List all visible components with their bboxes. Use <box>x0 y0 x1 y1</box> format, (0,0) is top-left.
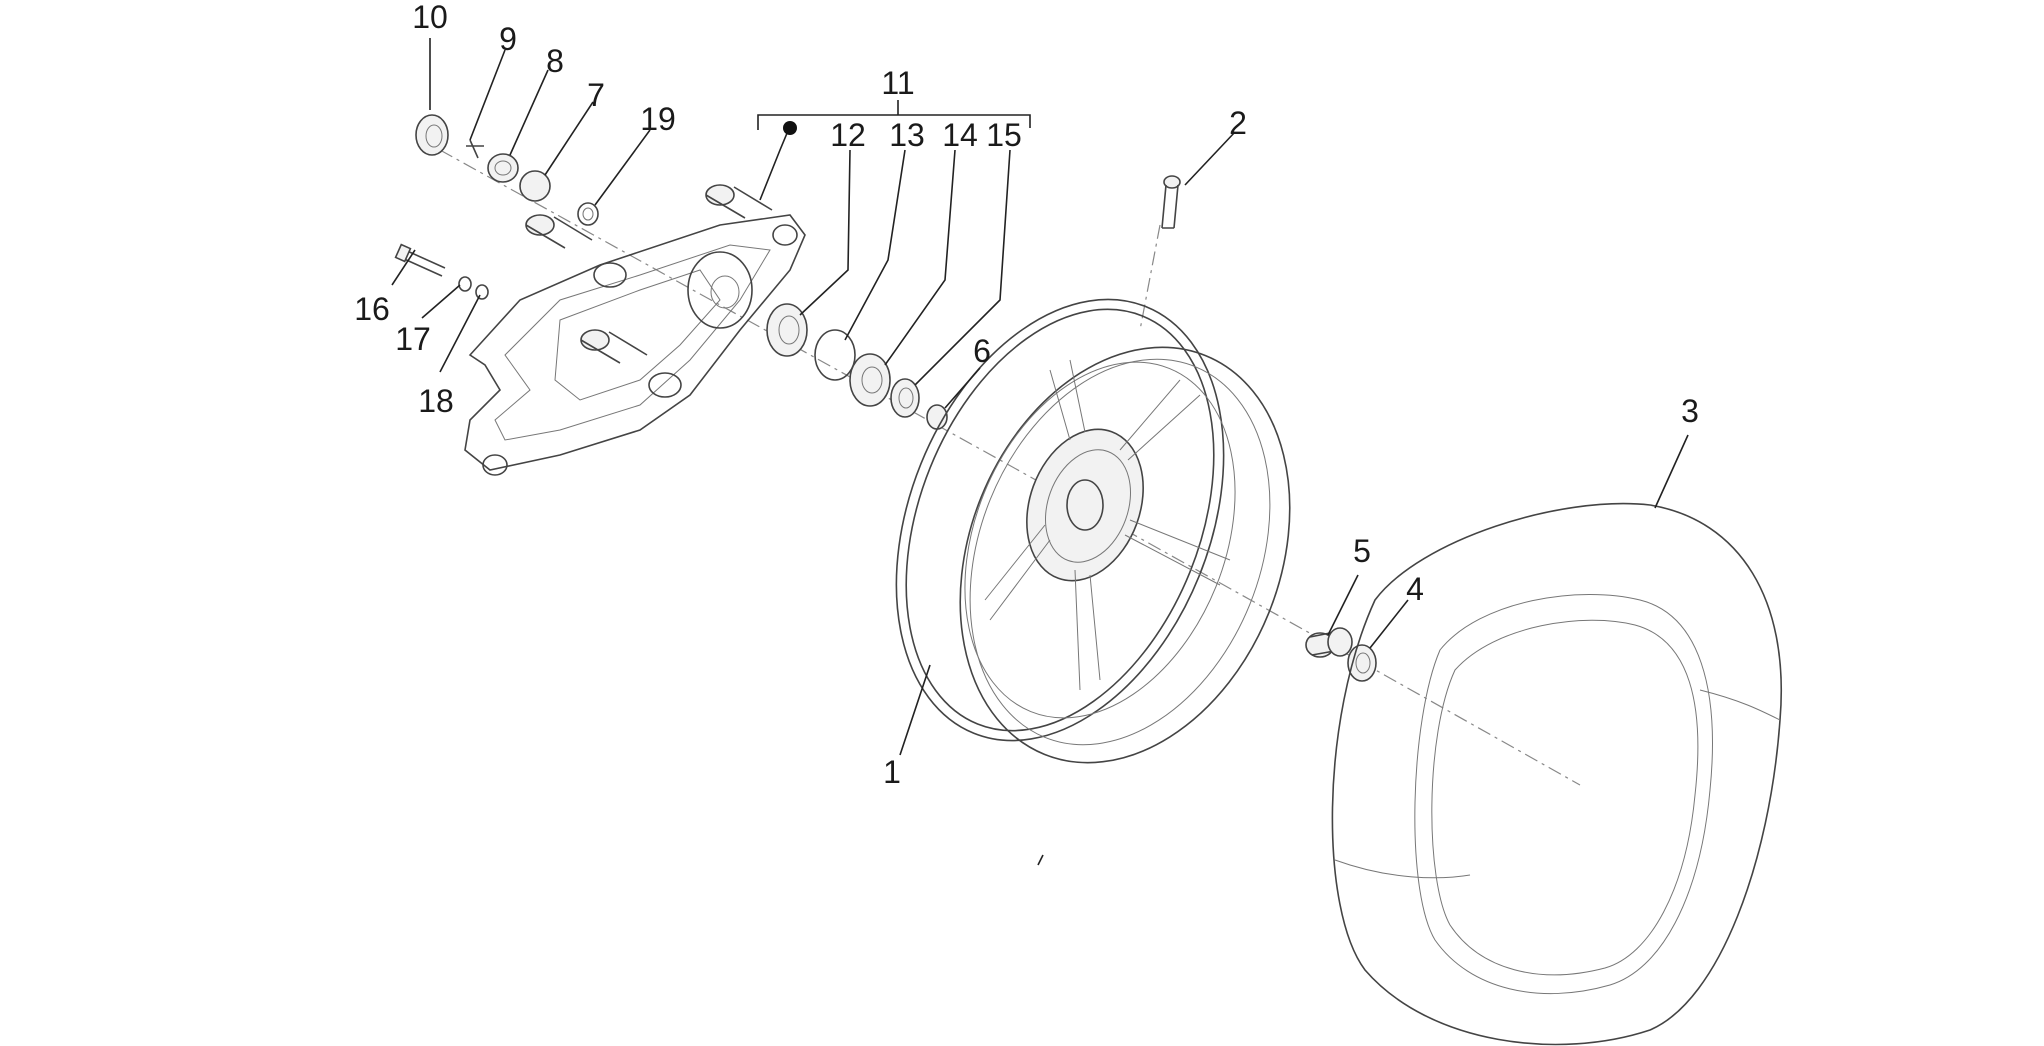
wheel-rim <box>895 298 1291 764</box>
callout-labels: 10 9 8 7 19 11 12 13 14 15 2 16 17 18 6 … <box>354 0 1699 790</box>
label-4: 4 <box>1406 571 1424 607</box>
label-12: 12 <box>830 117 866 153</box>
label-5: 5 <box>1353 533 1371 569</box>
spacer-and-washer <box>1305 627 1377 682</box>
stray-mark <box>1037 854 1044 866</box>
label-14: 14 <box>942 117 978 153</box>
label-9: 9 <box>499 21 517 57</box>
label-17: 17 <box>395 321 431 357</box>
label-8: 8 <box>546 43 564 79</box>
label-7: 7 <box>587 77 605 113</box>
label-1: 1 <box>883 754 901 790</box>
kit-dot <box>783 121 797 135</box>
label-16: 16 <box>354 291 390 327</box>
label-3: 3 <box>1681 393 1699 429</box>
swingarm-bracket <box>464 184 806 476</box>
bearing-stack <box>766 303 948 430</box>
label-6: 6 <box>973 333 991 369</box>
tire <box>1331 502 1782 1046</box>
axis-lines <box>439 149 1581 786</box>
label-10: 10 <box>412 0 448 35</box>
label-13: 13 <box>889 117 925 153</box>
bolt-and-washers <box>394 243 489 300</box>
label-11: 11 <box>881 65 914 101</box>
label-2: 2 <box>1229 105 1247 141</box>
label-19: 19 <box>640 101 676 137</box>
label-18: 18 <box>418 383 454 419</box>
tire-valve <box>1161 175 1181 229</box>
leader-lines <box>391 38 1689 756</box>
label-15: 15 <box>986 117 1022 153</box>
small-parts-top-left <box>415 114 599 226</box>
